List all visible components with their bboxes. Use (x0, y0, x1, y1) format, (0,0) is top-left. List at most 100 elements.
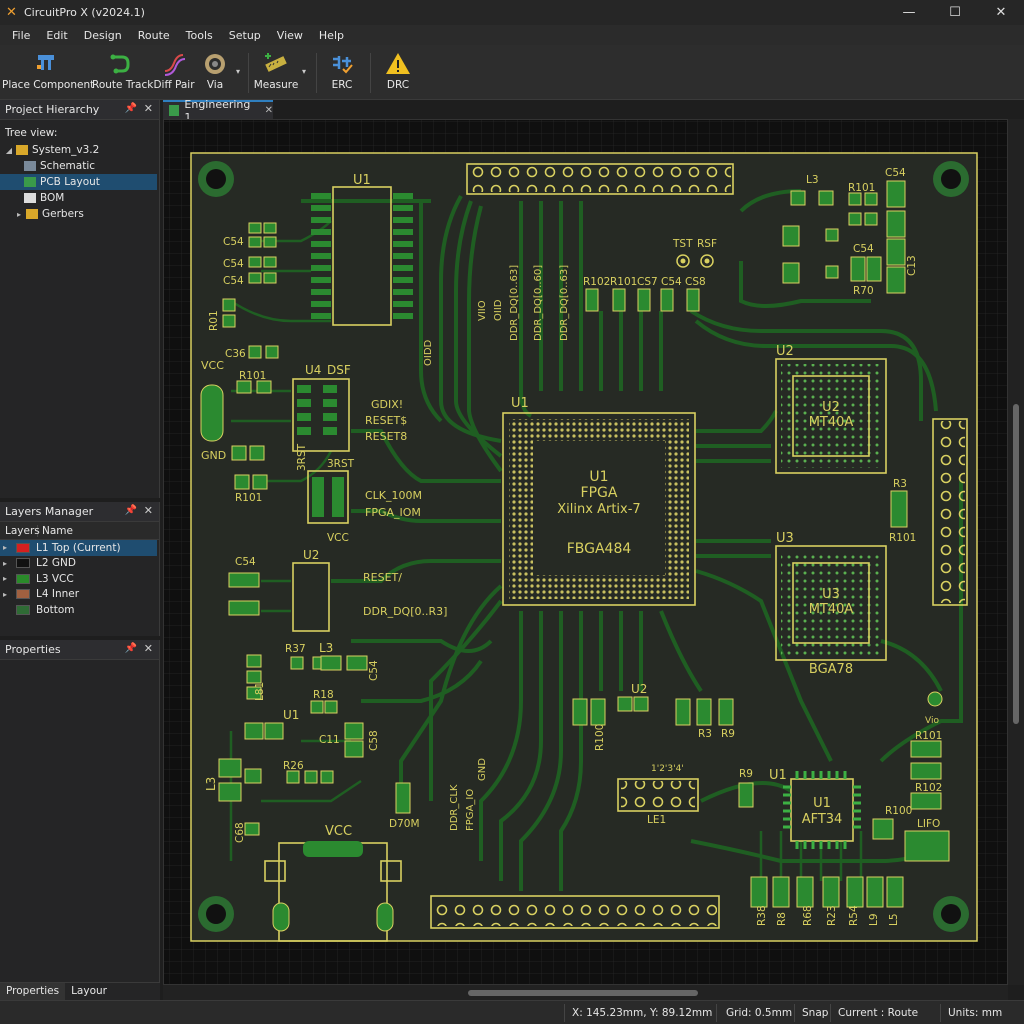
svg-text:C13: C13 (906, 255, 918, 276)
panel-tabs: Properties Layour (0, 982, 160, 1000)
schematic-icon (24, 161, 36, 171)
expand-right-icon[interactable]: ▸ (2, 558, 7, 568)
tab-properties[interactable]: Properties (0, 983, 66, 1000)
svg-text:L3: L3 (204, 777, 218, 791)
pin-icon[interactable]: 📌 (124, 103, 137, 114)
horizontal-scroll-thumb[interactable] (468, 990, 698, 996)
erc-button[interactable]: ERC (322, 49, 362, 97)
svg-text:L81: L81 (254, 682, 266, 701)
expand-right-icon[interactable]: ▸ (2, 574, 7, 584)
net-label: FPGA_IOM (365, 506, 421, 519)
close-button[interactable]: ✕ (995, 5, 1007, 20)
usb-connector-u1[interactable]: VCC (264, 824, 402, 942)
folder-icon (26, 209, 38, 219)
menu-file[interactable]: File (12, 28, 31, 42)
vertical-scrollbar[interactable] (1008, 119, 1024, 985)
menu-route[interactable]: Route (137, 28, 170, 42)
tab-engineering-1[interactable]: Engineering 1 ✕ (163, 98, 273, 124)
expand-right-icon[interactable]: ▸ (2, 543, 7, 553)
menu-design[interactable]: Design (83, 28, 122, 42)
pin-icon[interactable]: 📌 (124, 643, 137, 654)
menu-edit[interactable]: Edit (46, 28, 68, 42)
menu-help[interactable]: Help (318, 28, 344, 42)
layer-row[interactable]: Bottom (0, 602, 159, 618)
svg-text:Vio: Vio (925, 716, 939, 726)
ic-u4[interactable]: U4 DSF (292, 363, 351, 452)
tree-item-root[interactable]: ◢ System_v3.2 (5, 144, 100, 156)
place-component-icon (2, 49, 90, 79)
layer-row[interactable]: ▸ L3 VCC (0, 571, 159, 587)
ic-aft34[interactable]: U1 U1 AFT34 (769, 768, 861, 849)
pcb-icon (169, 105, 180, 116)
maximize-button[interactable]: ☐ (949, 5, 961, 20)
copper-traces (301, 189, 963, 891)
diff-pair-icon (152, 49, 196, 79)
net-label: DDR_DQ[0..R3] (363, 605, 447, 618)
menu-tools[interactable]: Tools (185, 28, 213, 42)
svg-text:R102: R102 (583, 276, 610, 288)
pcb-icon (24, 177, 36, 187)
tree-item-schematic[interactable]: Schematic (0, 158, 159, 174)
status-bar: X: 145.23mm, Y: 89.12mm Grid: 0.5mm Snap… (0, 1000, 1024, 1024)
menu-view[interactable]: View (276, 28, 303, 42)
bus-label: GND (477, 758, 488, 781)
pcb-drawing: U1 U1 FPGA Xilinx Artix-7 FBGA484 U2 U2 … (164, 120, 1007, 984)
svg-text:R26: R26 (283, 760, 304, 772)
expand-right-icon[interactable]: ▸ (2, 589, 7, 599)
svg-text:1'2'3'4': 1'2'3'4' (651, 764, 684, 774)
memory-u3[interactable]: U3 U3 MT40A BGA78 (775, 531, 887, 677)
svg-text:U1: U1 (283, 708, 299, 722)
window-title: CircuitPro X (v2024.1) (24, 6, 145, 19)
vertical-scroll-thumb[interactable] (1013, 404, 1019, 724)
tree-item-gerbers[interactable]: ▸ Gerbers (0, 206, 159, 222)
layer-row[interactable]: ▸ L1 Top (Current) (0, 540, 157, 556)
units-setting[interactable]: Units: mm (948, 1007, 1003, 1019)
svg-text:C54: C54 (368, 660, 380, 681)
route-track-button[interactable]: Route Track (92, 49, 153, 97)
svg-text:R9: R9 (721, 728, 735, 740)
pcb-canvas[interactable]: U1 U1 FPGA Xilinx Artix-7 FBGA484 U2 U2 … (163, 119, 1008, 985)
drc-button[interactable]: DRC (378, 49, 418, 97)
via-button[interactable]: Via (198, 49, 232, 97)
measure-dropdown-icon[interactable]: ▾ (302, 67, 307, 76)
tree-item-bom[interactable]: BOM (0, 190, 159, 206)
usb-ref: VCC (325, 824, 352, 839)
net-label: RESET$ (365, 414, 407, 427)
tab-layout[interactable]: Layour (71, 985, 107, 997)
horizontal-scrollbar[interactable] (163, 985, 1008, 1000)
close-icon[interactable]: ✕ (143, 102, 153, 115)
route-track-icon (92, 49, 150, 79)
grid-setting[interactable]: Grid: 0.5mm (726, 1007, 793, 1019)
close-icon[interactable]: ✕ (143, 504, 153, 517)
svg-text:R101: R101 (239, 370, 266, 382)
close-icon[interactable]: ✕ (143, 642, 153, 655)
aft-ref-center: U1 (813, 796, 831, 811)
fpga-u1[interactable]: U1 U1 FPGA Xilinx Artix-7 FBGA484 (502, 396, 696, 606)
small-connector (617, 778, 699, 812)
ic-u1-soic[interactable]: U1 (311, 173, 413, 326)
fpga-package: FBGA484 (567, 541, 632, 557)
layer-row[interactable]: ▸ L2 GND (0, 556, 159, 572)
close-tab-icon[interactable]: ✕ (264, 105, 273, 116)
minimize-button[interactable]: — (902, 5, 916, 20)
test-points (676, 254, 943, 707)
memory-u2[interactable]: U2 U2 MT40A (775, 344, 887, 474)
net-label: CLK_100M (365, 489, 422, 502)
pin-icon[interactable]: 📌 (124, 505, 137, 516)
snap-toggle[interactable]: Snap (802, 1007, 829, 1019)
expand-right-icon[interactable]: ▸ (16, 209, 21, 219)
tree-item-pcb-layout[interactable]: PCB Layout (0, 174, 157, 190)
expand-down-icon[interactable]: ◢ (5, 145, 13, 155)
fpga-type: FPGA (581, 485, 618, 501)
svg-text:R100: R100 (594, 724, 606, 751)
svg-text:3RST: 3RST (327, 458, 355, 470)
menu-bar: File Edit Design Route Tools Setup View … (0, 25, 1024, 45)
diff-pair-button[interactable]: Diff Pair (152, 49, 196, 97)
toolbar-separator (248, 53, 249, 93)
menu-setup[interactable]: Setup (228, 28, 261, 42)
layer-row[interactable]: ▸ L4 Inner (0, 587, 159, 603)
measure-button[interactable]: Measure (252, 49, 300, 97)
via-dropdown-icon[interactable]: ▾ (236, 67, 241, 76)
aft-ref: U1 (769, 768, 787, 783)
place-component-button[interactable]: Place Component (2, 49, 94, 97)
